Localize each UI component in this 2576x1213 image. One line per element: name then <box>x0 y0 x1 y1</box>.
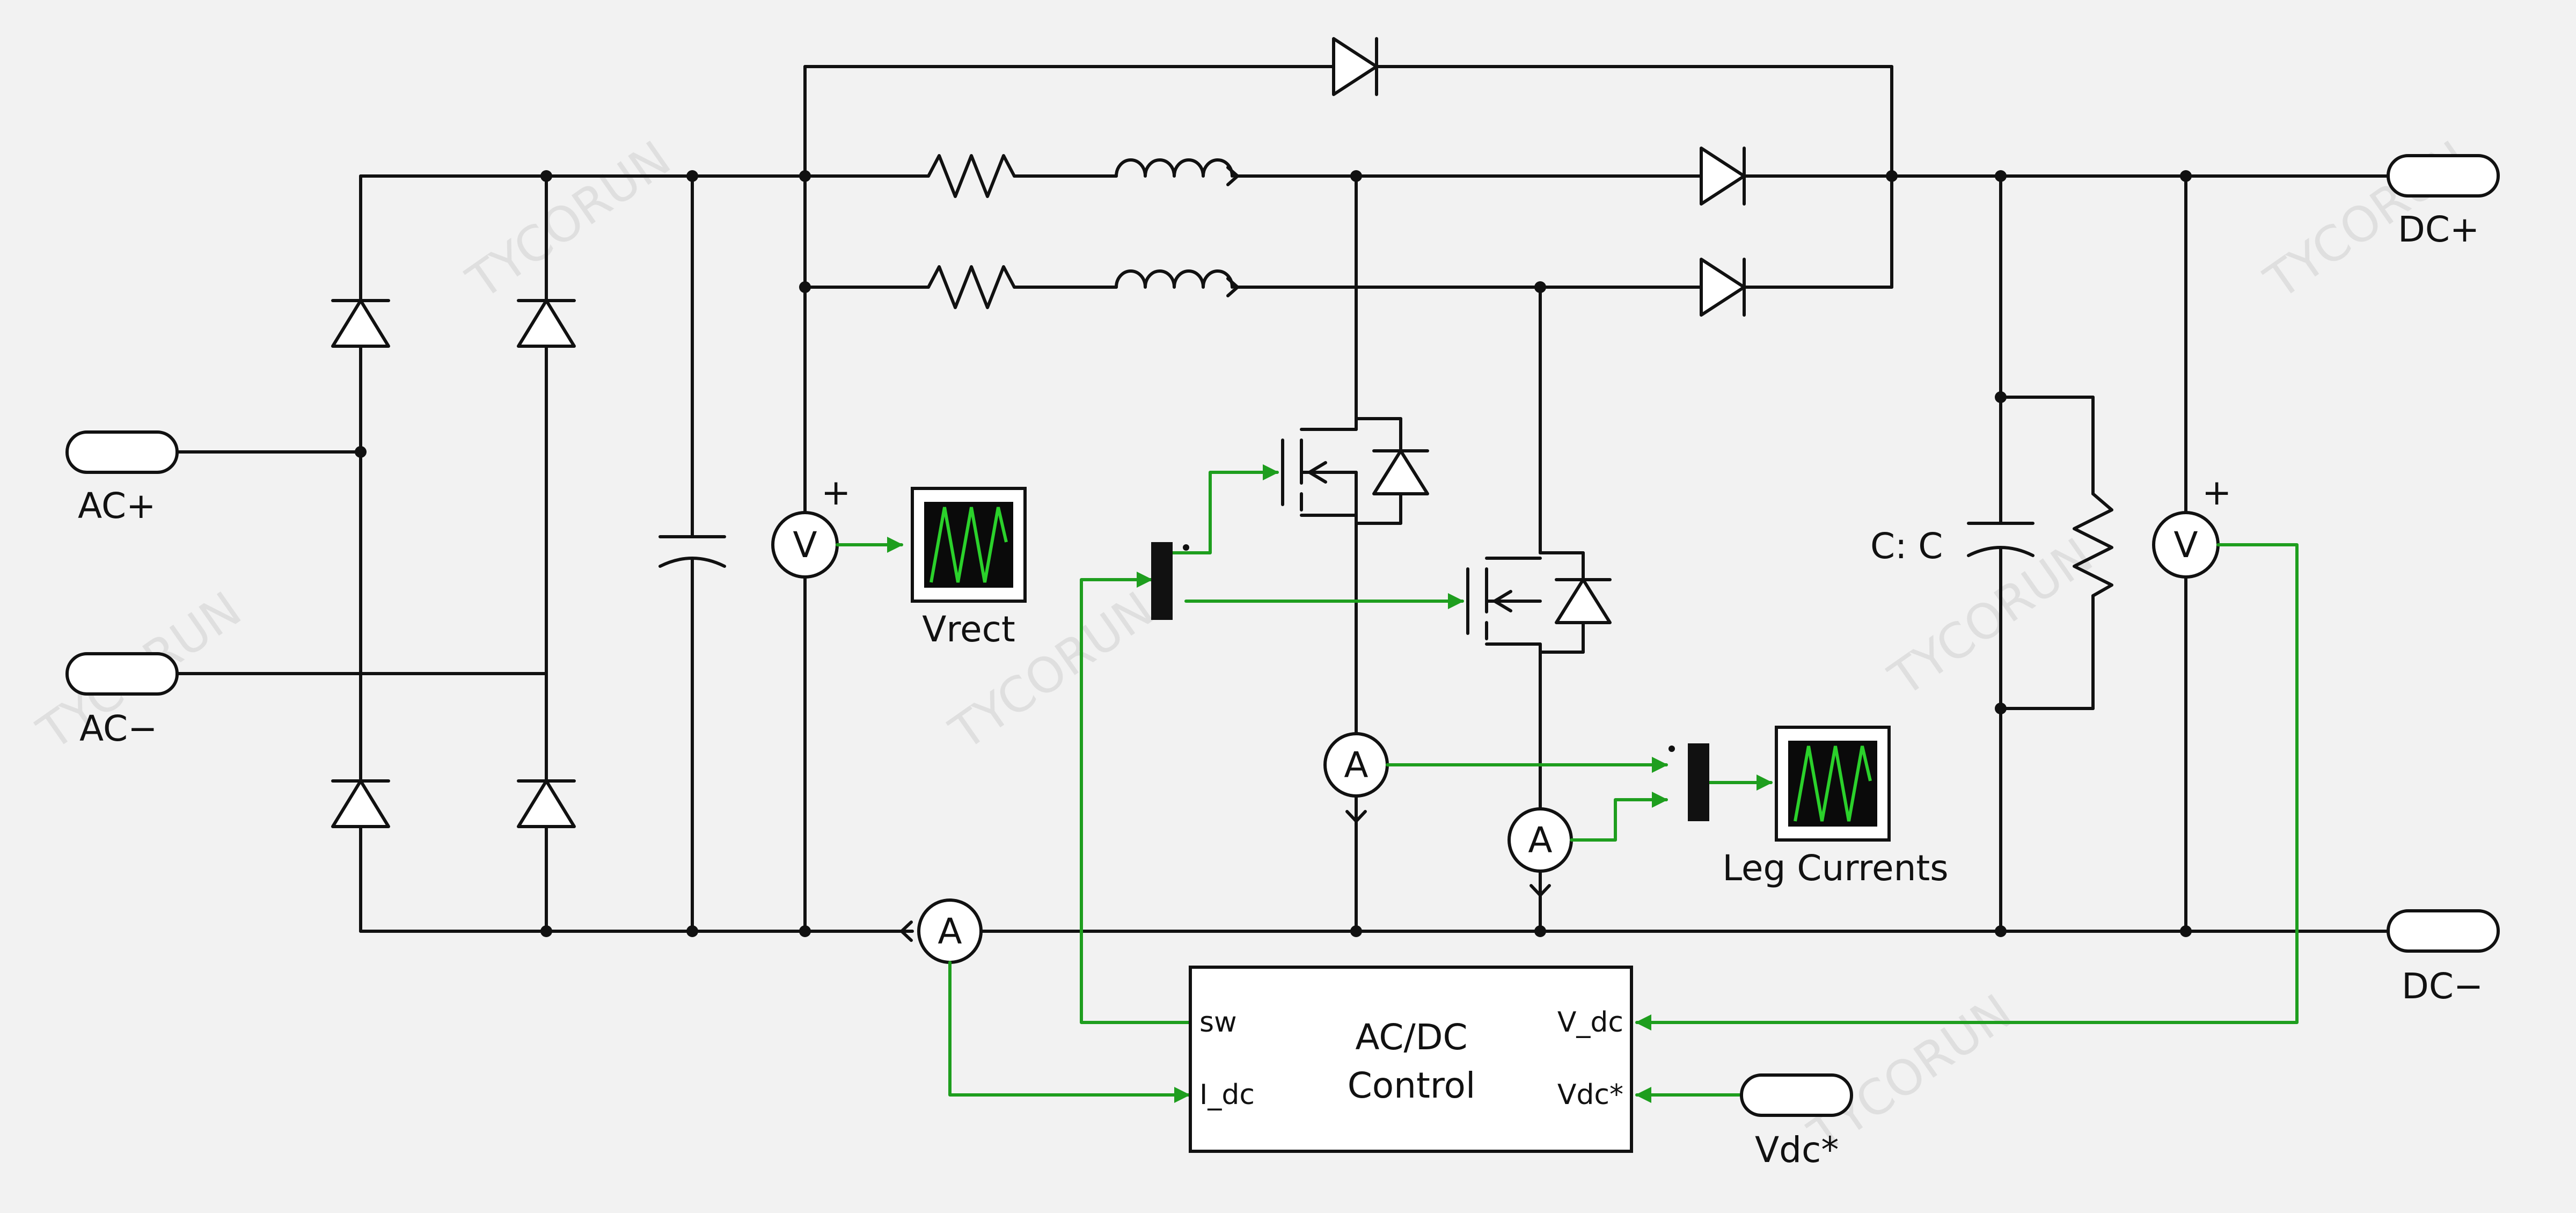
bypass-diode <box>1332 37 1378 96</box>
svg-text:A: A <box>1528 820 1552 861</box>
control-input-idc: I_dc <box>1199 1079 1255 1111</box>
polarity-mark: + <box>2202 472 2231 513</box>
resistor-2 <box>927 265 1016 309</box>
junction-dots <box>355 170 2192 937</box>
power-wiring <box>175 65 2395 933</box>
rectifier-diode-3 <box>331 779 390 828</box>
rectifier-diode-2 <box>517 299 576 348</box>
control-title-line2: Control <box>1348 1065 1476 1106</box>
svg-text:A: A <box>1344 744 1368 786</box>
port-ac-plus-label: AC+ <box>78 485 156 527</box>
leg-currents-scope-label: Leg Currents <box>1722 847 1948 889</box>
inductor-2 <box>1115 269 1239 297</box>
port-dc-minus-label: DC− <box>2402 966 2483 1007</box>
control-title-line1: AC/DC <box>1355 1017 1467 1058</box>
dc-ammeter: A <box>900 898 983 964</box>
polarity-mark: + <box>821 472 851 513</box>
rectifier-diode-1 <box>331 299 390 348</box>
vrect-scope: Vrect <box>911 487 1027 650</box>
port-vdc-ref-label: Vdc* <box>1755 1129 1839 1171</box>
port-dc-plus-label: DC+ <box>2398 209 2479 250</box>
leg-currents-scope: Leg Currents <box>1722 726 1949 889</box>
capacitor-label: C: C <box>1870 525 1943 567</box>
output-capacitor: C: C <box>1870 522 2035 567</box>
gate-demux <box>1151 542 1189 620</box>
watermark: TYCORUN <box>457 130 681 311</box>
input-voltmeter: V + <box>771 472 851 579</box>
ac-dc-control-block[interactable]: AC/DC Control sw I_dc V_dc Vdc* <box>1189 966 1633 1153</box>
leg2-ammeter: A <box>1507 807 1573 897</box>
port-dc-plus[interactable]: DC+ <box>2387 154 2500 250</box>
rectifier-diode-4 <box>517 779 576 828</box>
port-ac-plus[interactable]: AC+ <box>65 430 179 527</box>
svg-text:A: A <box>938 911 962 952</box>
inductor-1 <box>1115 158 1239 186</box>
svg-text:V: V <box>793 524 817 566</box>
control-input-sw: sw <box>1199 1006 1237 1039</box>
control-input-vdc: V_dc <box>1557 1006 1623 1039</box>
leg1-ammeter: A <box>1323 732 1389 823</box>
port-ac-minus[interactable]: AC− <box>65 652 179 749</box>
mosfet-lower <box>1466 551 1612 654</box>
current-mux <box>1668 743 1709 821</box>
port-ac-minus-label: AC− <box>79 708 157 749</box>
output-voltmeter: V + <box>2152 472 2231 579</box>
load-resistor <box>2073 492 2113 597</box>
vrect-scope-label: Vrect <box>922 609 1015 650</box>
boost-diode-2 <box>1700 258 1746 317</box>
input-capacitor <box>658 535 726 568</box>
svg-text:V: V <box>2174 524 2198 566</box>
port-vdc-ref[interactable]: Vdc* <box>1740 1073 1853 1171</box>
signal-wiring <box>836 464 2299 1103</box>
boost-diode-1 <box>1700 147 1746 206</box>
mosfet-upper <box>1281 417 1429 525</box>
control-input-vdc-ref: Vdc* <box>1557 1079 1623 1111</box>
port-dc-minus[interactable]: DC− <box>2387 909 2500 1007</box>
resistor-1 <box>927 154 1016 198</box>
